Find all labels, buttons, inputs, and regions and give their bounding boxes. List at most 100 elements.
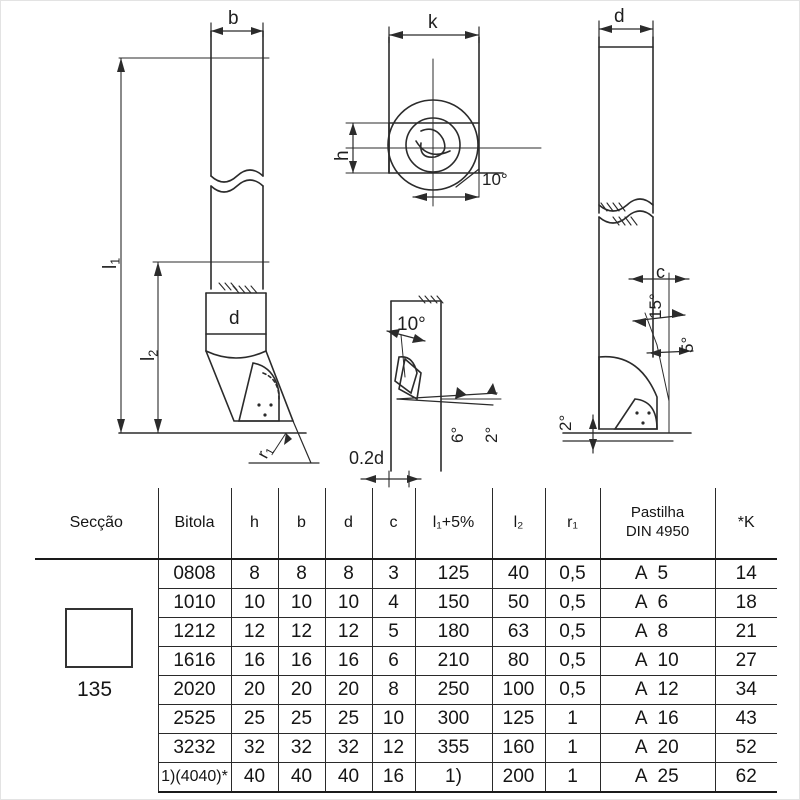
cell-bitola: 3232 xyxy=(157,733,232,763)
cell-bitola: 1616 xyxy=(157,646,232,676)
angle-label-15: 15° xyxy=(646,293,665,319)
cell-k: 18 xyxy=(714,588,777,618)
cell-k: 34 xyxy=(714,675,777,705)
column-header-k: *K xyxy=(714,488,777,560)
cell-k: 27 xyxy=(714,646,777,676)
cell-l2: 50 xyxy=(491,588,546,618)
cell-bitola: 1212 xyxy=(157,617,232,647)
cell-b: 12 xyxy=(277,617,326,647)
cell-h: 8 xyxy=(230,558,279,589)
cell-l2: 160 xyxy=(491,733,546,763)
angle-label-5: 5° xyxy=(678,336,697,353)
cell-d: 40 xyxy=(324,762,373,793)
cell-d: 20 xyxy=(324,675,373,705)
cell-r1: 0,5 xyxy=(544,558,601,589)
column-header-pastilha: Pastilha DIN 4950 xyxy=(599,488,716,560)
cell-l1: 1) xyxy=(414,762,493,793)
dimension-label-l1: l1 xyxy=(100,257,123,269)
cell-b: 32 xyxy=(277,733,326,763)
cell-bitola: 1)(4040)* xyxy=(157,762,232,793)
specification-table-container: Secção Bitola h b d c l₁+5% l₂ r₁ Pastil… xyxy=(35,488,777,793)
pastilha-standard: DIN 4950 xyxy=(625,523,690,540)
cell-b: 16 xyxy=(277,646,326,676)
cell-h: 10 xyxy=(230,588,279,618)
cell-c: 6 xyxy=(371,646,416,676)
cell-h: 12 xyxy=(230,617,279,647)
cell-l2: 40 xyxy=(491,558,546,589)
column-header-b: b xyxy=(277,488,326,560)
column-header-l1: l₁+5% xyxy=(414,488,493,560)
cell-r1: 1 xyxy=(544,762,601,793)
cell-h: 32 xyxy=(230,733,279,763)
cell-l2: 125 xyxy=(491,704,546,734)
cell-d: 10 xyxy=(324,588,373,618)
cell-l1: 210 xyxy=(414,646,493,676)
cell-h: 20 xyxy=(230,675,279,705)
cell-k: 62 xyxy=(714,762,777,793)
cell-r1: 1 xyxy=(544,704,601,734)
angle-label-10-top: 10° xyxy=(482,170,508,189)
angle-label-6-mid: 6° xyxy=(448,426,467,443)
cell-b: 8 xyxy=(277,558,326,589)
angle-label-2-mid: 2° xyxy=(482,426,501,443)
cell-l2: 63 xyxy=(491,617,546,647)
cell-d: 32 xyxy=(324,733,373,763)
cell-bitola: 0808 xyxy=(157,558,232,589)
section-cell: 135 xyxy=(35,559,159,792)
cell-bitola: 1010 xyxy=(157,588,232,618)
cell-h: 40 xyxy=(230,762,279,793)
cell-l1: 355 xyxy=(414,733,493,763)
cell-l2: 100 xyxy=(491,675,546,705)
cell-bitola: 2020 xyxy=(157,675,232,705)
cell-l1: 180 xyxy=(414,617,493,647)
cell-b: 25 xyxy=(277,704,326,734)
cell-d: 12 xyxy=(324,617,373,647)
dimension-label-02d: 0.2d xyxy=(349,448,385,468)
cell-c: 10 xyxy=(371,704,416,734)
column-header-r1: r₁ xyxy=(544,488,601,560)
cell-h: 25 xyxy=(230,704,279,734)
cell-b: 40 xyxy=(277,762,326,793)
cell-c: 16 xyxy=(371,762,416,793)
dimension-label-d-front: d xyxy=(229,308,240,329)
column-header-seccao: Secção xyxy=(35,488,159,560)
cell-c: 3 xyxy=(371,558,416,589)
column-header-h: h xyxy=(230,488,279,560)
cell-r1: 0,5 xyxy=(544,646,601,676)
cell-l1: 300 xyxy=(414,704,493,734)
cell-k: 14 xyxy=(714,558,777,589)
cell-c: 4 xyxy=(371,588,416,618)
dimension-label-c: c xyxy=(656,262,665,282)
cell-bitola: 2525 xyxy=(157,704,232,734)
cell-k: 52 xyxy=(714,733,777,763)
table-header-row: Secção Bitola h b d c l₁+5% l₂ r₁ Pastil… xyxy=(35,488,777,560)
cell-l2: 200 xyxy=(491,762,546,793)
cell-c: 5 xyxy=(371,617,416,647)
cell-d: 25 xyxy=(324,704,373,734)
column-header-bitola: Bitola xyxy=(157,488,232,560)
cell-l1: 250 xyxy=(414,675,493,705)
dimension-label-h: h xyxy=(332,150,353,161)
cell-l1: 125 xyxy=(414,558,493,589)
cell-r1: 0,5 xyxy=(544,675,601,705)
cell-c: 8 xyxy=(371,675,416,705)
cell-h: 16 xyxy=(230,646,279,676)
cell-c: 12 xyxy=(371,733,416,763)
pastilha-title: Pastilha xyxy=(630,504,685,522)
dimension-label-k: k xyxy=(428,12,438,33)
